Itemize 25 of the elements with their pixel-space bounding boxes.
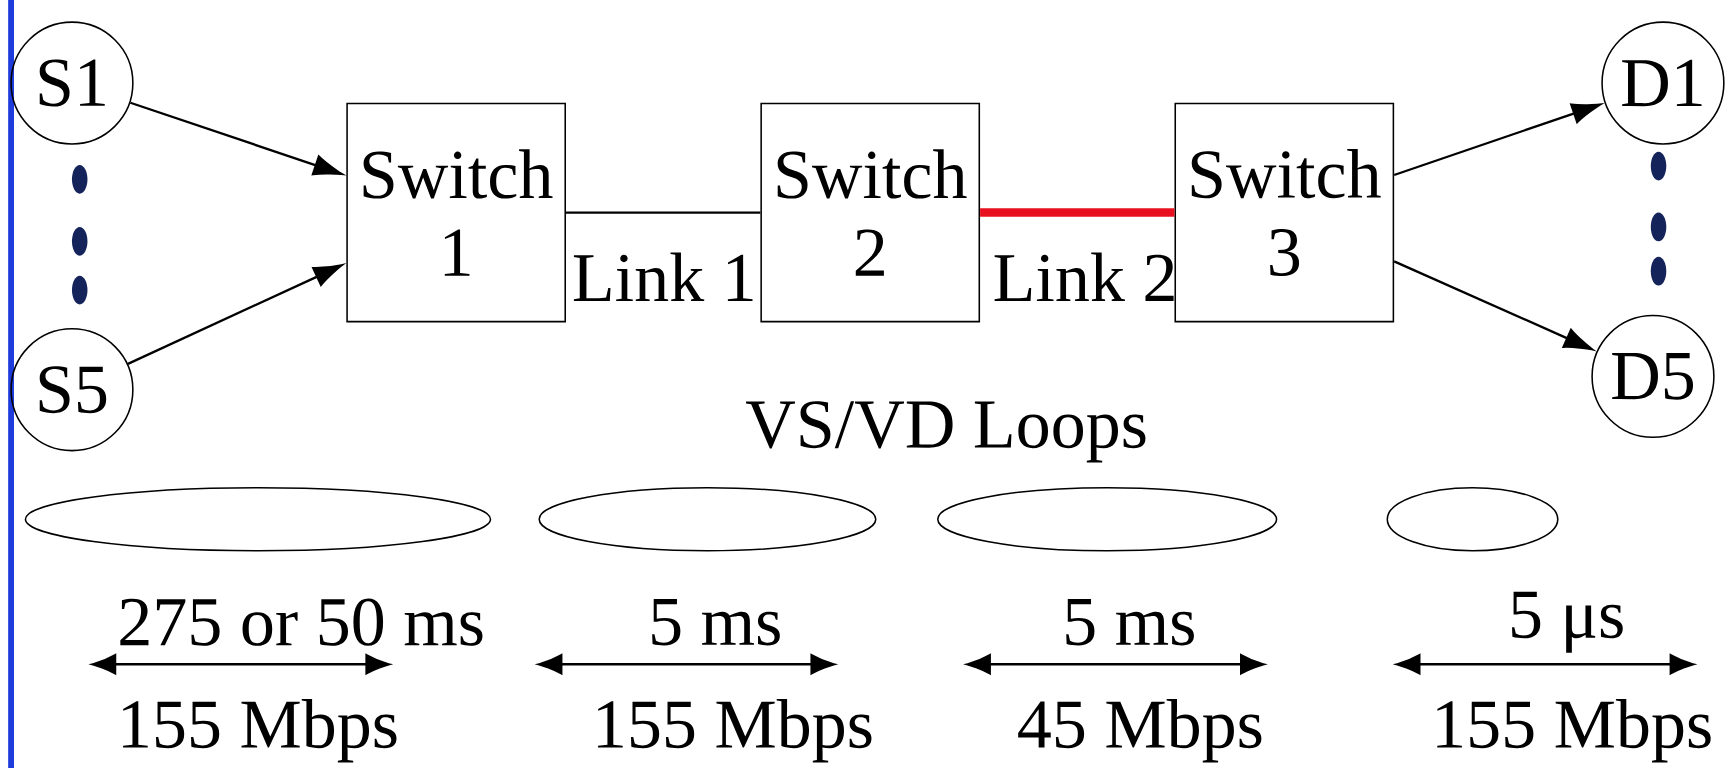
- measure-label: 5 μs: [1512, 591, 1623, 653]
- circle-node: D5: [1591, 314, 1715, 438]
- loop-ellipse: [538, 486, 877, 552]
- switch-box: Switch 2: [760, 102, 981, 323]
- measure-label: 5 ms: [652, 598, 780, 646]
- measure-label: 155 Mbps: [1437, 698, 1711, 763]
- edge-label: Link 2: [994, 252, 1174, 301]
- circle-node: S5: [10, 327, 134, 452]
- heading: VS/VD Loops: [746, 400, 1146, 463]
- arrow: [130, 101, 343, 175]
- link-line: [980, 208, 1175, 217]
- measure-label: 5 ms: [1066, 598, 1194, 646]
- circle-node: S1: [10, 21, 134, 145]
- measure-label: 155 Mbps: [123, 698, 397, 763]
- loop-ellipse: [24, 486, 492, 552]
- measure-label: 45 Mbps: [1018, 698, 1262, 763]
- edge-label: Link 1: [573, 252, 753, 301]
- loop-ellipse: [1386, 486, 1559, 552]
- measure-label: 275 or 50 ms: [120, 598, 483, 646]
- switch-box: Switch 1: [346, 102, 566, 323]
- circle-node: D1: [1601, 21, 1725, 145]
- switch-box: Switch 3: [1174, 102, 1395, 323]
- loop-ellipse: [937, 486, 1278, 552]
- link-line: [566, 211, 761, 214]
- measure-label: 155 Mbps: [598, 698, 872, 763]
